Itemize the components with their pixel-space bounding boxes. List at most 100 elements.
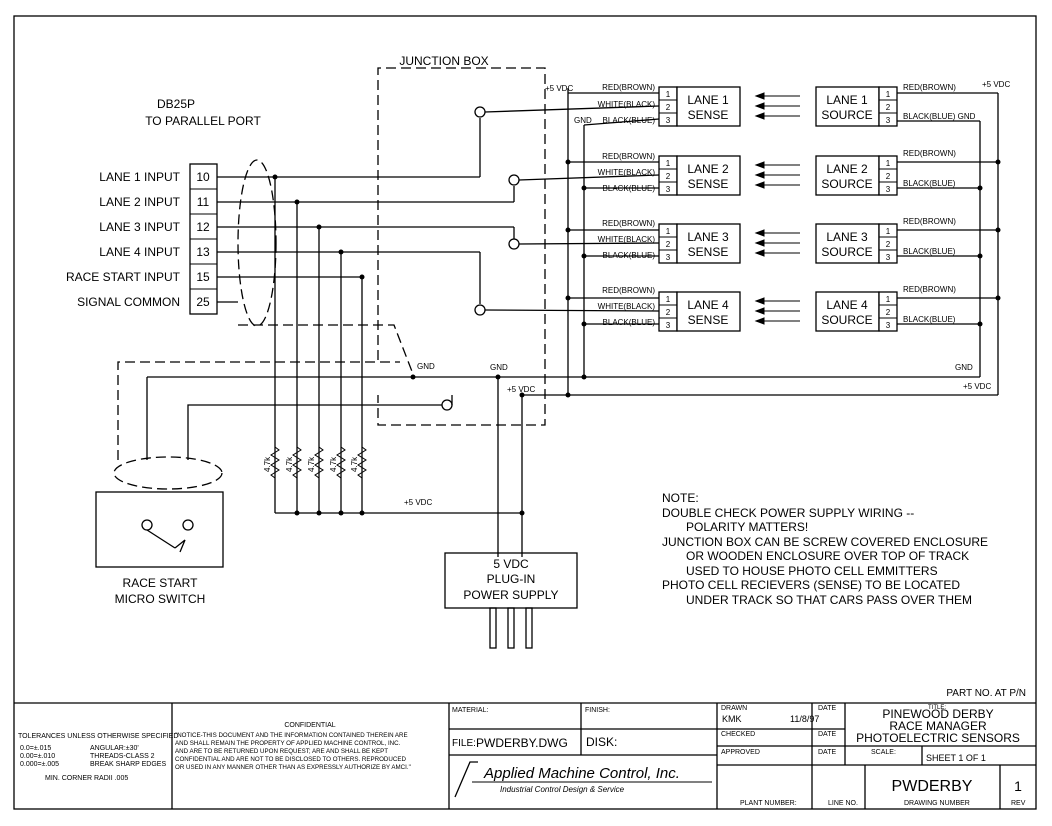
vdc-label-top-right: +5 VDC bbox=[982, 80, 1010, 89]
svg-text:3: 3 bbox=[666, 321, 671, 330]
drawn-label: DRAWN bbox=[721, 705, 747, 712]
svg-text:WHITE(BLACK): WHITE(BLACK) bbox=[598, 235, 656, 244]
svg-text:1: 1 bbox=[666, 90, 671, 99]
svg-text:OR USED IN ANY MANNER OTHER TH: OR USED IN ANY MANNER OTHER THAN AS EXPR… bbox=[175, 764, 411, 771]
part-no-label: PART NO. AT P/N bbox=[946, 688, 1026, 699]
drawing-number-label: DRAWING NUMBER bbox=[904, 800, 970, 807]
source-label-line1: LANE 4 bbox=[826, 298, 868, 312]
svg-text:RED(BROWN): RED(BROWN) bbox=[903, 285, 956, 294]
svg-text:2: 2 bbox=[666, 172, 671, 181]
svg-text:2: 2 bbox=[666, 308, 671, 317]
connector-title: DB25P bbox=[157, 97, 195, 111]
switch-cable-shield bbox=[113, 456, 223, 490]
beam-lane-3 bbox=[754, 229, 800, 257]
switch-label-line2: MICRO SWITCH bbox=[115, 592, 206, 606]
pin-number-13: 13 bbox=[196, 245, 210, 259]
svg-text:2: 2 bbox=[886, 103, 891, 112]
resistor-value-labels: 4.7k 4.7k 4.7k 4.7k 4.7k bbox=[263, 456, 359, 472]
svg-text:RED(BROWN): RED(BROWN) bbox=[602, 83, 655, 92]
svg-text:BREAK SHARP EDGES: BREAK SHARP EDGES bbox=[90, 761, 166, 768]
input-label-lane-2: LANE 2 INPUT bbox=[99, 195, 180, 209]
power-supply-line2: PLUG-IN bbox=[487, 572, 536, 586]
svg-text:2: 2 bbox=[886, 308, 891, 317]
notes-block: NOTE: DOUBLE CHECK POWER SUPPLY WIRING -… bbox=[662, 491, 988, 607]
note-line: DOUBLE CHECK POWER SUPPLY WIRING -- bbox=[662, 506, 914, 520]
approved-label: APPROVED bbox=[721, 749, 760, 756]
svg-text:BLACK(BLUE): BLACK(BLUE) bbox=[903, 179, 956, 188]
lane-3-source: LANE 3 SOURCE 1 2 3 RED(BROWN) BLACK(BLU… bbox=[815, 217, 956, 264]
rev-label: REV bbox=[1011, 800, 1026, 807]
note-line: JUNCTION BOX CAN BE SCREW COVERED ENCLOS… bbox=[662, 535, 988, 549]
sense-label-line1: LANE 4 bbox=[687, 298, 729, 312]
svg-text:0.0=±.015: 0.0=±.015 bbox=[20, 745, 51, 752]
svg-text:BLACK(BLUE): BLACK(BLUE) bbox=[903, 247, 956, 256]
checked-label: CHECKED bbox=[721, 731, 755, 738]
source-label-line2: SOURCE bbox=[821, 245, 872, 259]
svg-text:3: 3 bbox=[886, 116, 891, 125]
sense-label-line2: SENSE bbox=[688, 177, 729, 191]
source-wiring bbox=[897, 92, 999, 395]
svg-text:2: 2 bbox=[886, 172, 891, 181]
sense-label-line2: SENSE bbox=[688, 245, 729, 259]
svg-text:2: 2 bbox=[666, 240, 671, 249]
connector-subtitle: TO PARALLEL PORT bbox=[145, 114, 261, 128]
sheet-number: SHEET 1 OF 1 bbox=[926, 753, 986, 763]
lane-4-source: LANE 4 SOURCE 1 2 3 RED(BROWN) BLACK(BLU… bbox=[815, 285, 956, 332]
svg-text:THREADS-CLASS 2: THREADS-CLASS 2 bbox=[90, 753, 155, 760]
input-label-race-start: RACE START INPUT bbox=[66, 270, 181, 284]
title-block-grid bbox=[14, 702, 1036, 809]
corner-radii: MIN. CORNER RADII .005 bbox=[45, 775, 128, 782]
svg-text:1: 1 bbox=[886, 227, 891, 236]
junction-box-label: JUNCTION BOX bbox=[399, 54, 488, 68]
svg-text:1: 1 bbox=[886, 159, 891, 168]
svg-text:1: 1 bbox=[666, 227, 671, 236]
svg-text:3: 3 bbox=[886, 253, 891, 262]
svg-text:1: 1 bbox=[666, 159, 671, 168]
svg-text:3: 3 bbox=[666, 116, 671, 125]
svg-text:1: 1 bbox=[886, 90, 891, 99]
svg-text:RED(BROWN): RED(BROWN) bbox=[903, 83, 956, 92]
svg-text:BLACK(BLUE) GND: BLACK(BLUE) GND bbox=[903, 112, 976, 121]
lane-2-source: LANE 2 SOURCE 1 2 3 RED(BROWN) BLACK(BLU… bbox=[815, 149, 956, 196]
drawn-by: KMK bbox=[722, 714, 742, 724]
resistor-label: 4.7k bbox=[285, 456, 294, 472]
svg-text:RED(BROWN): RED(BROWN) bbox=[602, 286, 655, 295]
note-line: OR WOODEN ENCLOSURE OVER TOP OF TRACK bbox=[686, 549, 969, 563]
file-value: PWDERBY.DWG bbox=[476, 736, 568, 750]
company-logo: Applied Machine Control, Inc. Industrial… bbox=[454, 761, 712, 798]
company-tagline: Industrial Control Design & Service bbox=[500, 785, 625, 794]
wire-junction-dots bbox=[272, 174, 365, 516]
svg-text:AND ARE TO BE RETURNED UPON RE: AND ARE TO BE RETURNED UPON REQUEST; ARE… bbox=[175, 748, 388, 755]
file-label: FILE: bbox=[452, 738, 476, 749]
sense-label-line2: SENSE bbox=[688, 108, 729, 122]
source-label-line2: SOURCE bbox=[821, 313, 872, 327]
pin-number-15: 15 bbox=[196, 270, 210, 284]
beam-lane-4 bbox=[754, 297, 800, 325]
power-supply-prongs bbox=[489, 607, 533, 649]
input-label-lane-3: LANE 3 INPUT bbox=[99, 220, 180, 234]
sense-label-line2: SENSE bbox=[688, 313, 729, 327]
sense-label-line1: LANE 2 bbox=[687, 162, 729, 176]
svg-text:2: 2 bbox=[666, 103, 671, 112]
pin-number-25: 25 bbox=[196, 295, 210, 309]
title-line-3: PHOTOELECTRIC SENSORS bbox=[856, 731, 1020, 745]
svg-text:RED(BROWN): RED(BROWN) bbox=[903, 149, 956, 158]
finish-label: FINISH: bbox=[585, 707, 610, 714]
date-label-checked: DATE bbox=[818, 731, 836, 738]
sheet-border bbox=[13, 15, 1037, 810]
svg-text:1: 1 bbox=[886, 295, 891, 304]
confidential-heading: CONFIDENTIAL bbox=[284, 722, 335, 729]
note-heading: NOTE: bbox=[662, 491, 699, 505]
source-wiring-dots bbox=[977, 159, 1001, 327]
vdc-label-resistors: +5 VDC bbox=[404, 498, 432, 507]
svg-text:RED(BROWN): RED(BROWN) bbox=[602, 152, 655, 161]
power-supply-line1: 5 VDC bbox=[493, 557, 529, 571]
drawn-date: 11/8/97 bbox=[790, 714, 819, 724]
source-label-line2: SOURCE bbox=[821, 108, 872, 122]
drawing-number: PWDERBY bbox=[892, 778, 973, 795]
terminal-rings bbox=[441, 106, 520, 411]
source-label-line1: LANE 2 bbox=[826, 162, 868, 176]
title-line-1: PINEWOOD DERBY bbox=[882, 707, 993, 721]
switch-signal-wire bbox=[187, 404, 442, 460]
